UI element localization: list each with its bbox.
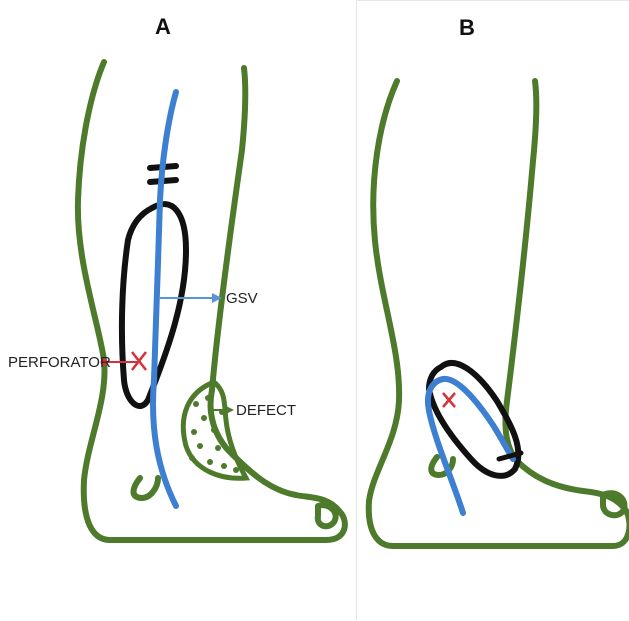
perforator-marker-b (443, 393, 455, 407)
panel-b-diagram (357, 1, 629, 621)
defect-label: DEFECT (236, 402, 296, 419)
panel-a: A GSV (0, 0, 356, 620)
panel-b: B (356, 0, 629, 620)
defect-area (183, 382, 246, 478)
panel-a-diagram: GSV PERFORATOR DEFECT (0, 0, 356, 620)
perforator-label: PERFORATOR (8, 354, 111, 371)
great-saphenous-vein-b (428, 379, 513, 513)
gsv-label: GSV (226, 290, 258, 307)
gsv-arrow (160, 293, 222, 303)
leg-outline-a (78, 62, 345, 540)
